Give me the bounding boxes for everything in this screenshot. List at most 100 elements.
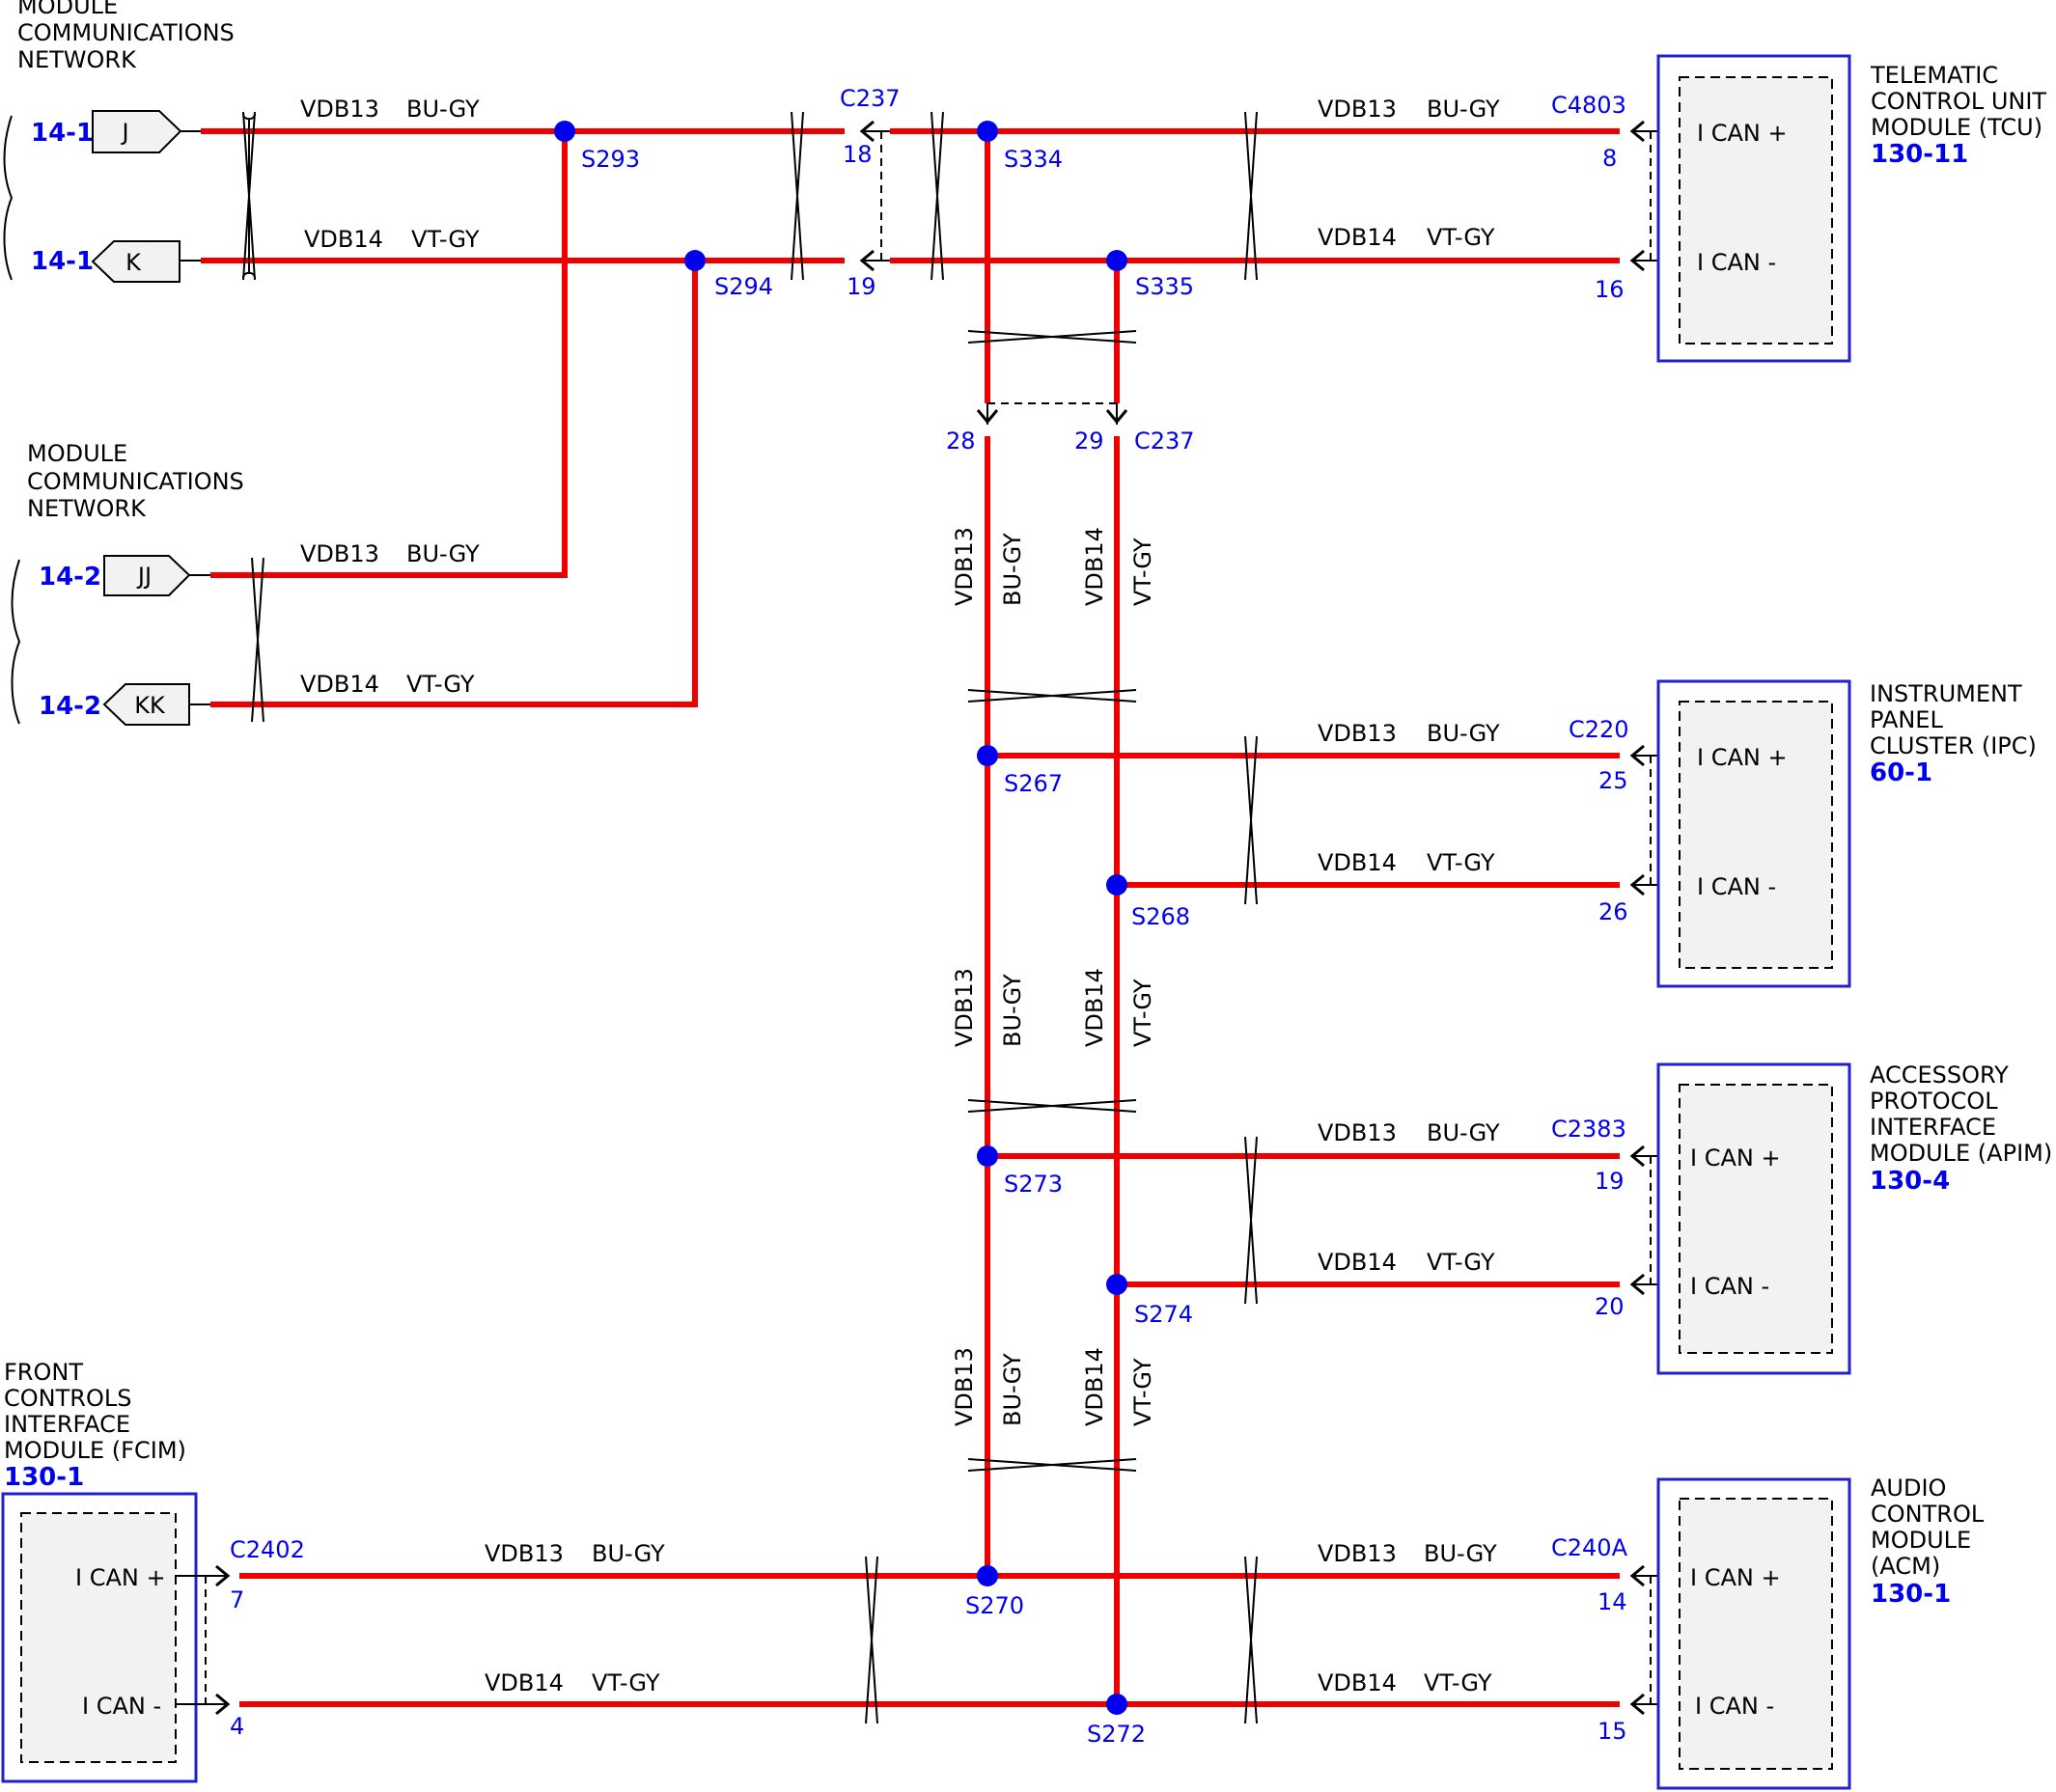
twist-marker — [1244, 111, 1258, 281]
module-pin-label: I CAN + — [1690, 1144, 1781, 1172]
terminal-arrow-icon — [1105, 409, 1128, 425]
module-apim: C2383 19 20 I CAN + I CAN - ACCESSORY PR… — [1551, 1061, 2052, 1375]
module-name-line: MODULE (TCU) — [1871, 114, 2042, 141]
connector-tag-k — [91, 240, 181, 283]
wire-color-label: BU-GY — [1427, 96, 1500, 123]
network-title-line: COMMUNICATIONS — [17, 19, 235, 46]
wire-color-label-vertical: BU-GY — [999, 1353, 1026, 1426]
module-name-line: PROTOCOL — [1870, 1088, 1998, 1115]
wire-color-label: BU-GY — [406, 540, 480, 567]
module-name-line: MODULE (FCIM) — [4, 1437, 186, 1464]
brace-icon — [3, 115, 14, 281]
twist-marker — [1244, 1556, 1258, 1724]
network-title-line: NETWORK — [27, 495, 147, 522]
splice-dot — [977, 1565, 998, 1586]
twist-marker — [967, 689, 1137, 703]
connector-tag-kk — [102, 683, 190, 726]
wire-color-label-vertical: BU-GY — [999, 974, 1026, 1047]
twisted-pair-markers — [242, 111, 1258, 1724]
module-connector-label: C4803 — [1551, 92, 1626, 119]
module-ref: 130-11 — [1871, 140, 1968, 169]
network-mid: MODULE COMMUNICATIONS NETWORK 14-2 14-2 … — [11, 440, 244, 726]
pin-number: 14 — [1598, 1588, 1627, 1615]
module-pin-label: I CAN + — [1690, 1564, 1781, 1591]
wire-circuit-label-vertical: VDB14 — [1081, 1347, 1108, 1426]
wire-color-label-vertical: VT-GY — [1129, 1358, 1156, 1426]
module-pin-label: I CAN - — [1697, 249, 1776, 276]
connector-tag-label: JJ — [136, 563, 152, 590]
wire-circuit-label: VDB13 — [1318, 1119, 1397, 1146]
pin-number: 16 — [1595, 276, 1625, 303]
twist-marker — [1244, 735, 1258, 905]
wire-color-label: BU-GY — [1427, 720, 1500, 747]
wire-color-label: VT-GY — [411, 226, 480, 253]
pin-number: 25 — [1598, 767, 1628, 794]
twist-marker — [865, 1556, 878, 1724]
splices: S293 S294 S334 S335 S267 S268 S273 S274 … — [554, 121, 1194, 1748]
module-acm: C240A 14 15 I CAN + I CAN - AUDIO CONTRO… — [1551, 1475, 1985, 1790]
twist-marker — [967, 1099, 1137, 1113]
module-inner — [1679, 76, 1833, 345]
wire-circuit-label: VDB14 — [1318, 1249, 1397, 1276]
pin-number: 20 — [1595, 1293, 1625, 1320]
wire-color-label: VT-GY — [592, 1669, 660, 1696]
module-inner — [1679, 1498, 1833, 1770]
module-fcim: FRONT CONTROLS INTERFACE MODULE (FCIM) 1… — [1, 1359, 305, 1783]
module-connector-label: C240A — [1551, 1534, 1628, 1561]
connector-c237: C237 18 19 28 29 C237 — [840, 85, 1195, 455]
module-name-line: PANEL — [1870, 706, 1943, 733]
network-ref: 14-1 — [31, 119, 94, 148]
module-name-line: INTERFACE — [1870, 1114, 1996, 1141]
module-ref: 60-1 — [1870, 758, 1932, 787]
module-name-line: INTERFACE — [4, 1411, 130, 1438]
connector-tag-j — [92, 110, 182, 153]
module-pin-label: I CAN - — [82, 1693, 161, 1720]
splice-dot — [977, 1145, 998, 1167]
splice-dot — [554, 121, 575, 142]
wire-circuit-label-vertical: VDB13 — [951, 968, 978, 1047]
splice-label: S270 — [965, 1592, 1024, 1619]
module-ref: 130-1 — [4, 1463, 84, 1492]
module-connector-label: C220 — [1569, 716, 1629, 743]
network-top: MODULE COMMUNICATIONS NETWORK 14-1 14-1 … — [3, 0, 235, 283]
module-name-line: CLUSTER (IPC) — [1870, 732, 2037, 759]
wire-color-label: BU-GY — [592, 1540, 665, 1567]
module-connector-label: C2383 — [1551, 1116, 1626, 1143]
splice-label: S274 — [1134, 1301, 1193, 1328]
splice-dot — [684, 250, 706, 271]
network-title-line: MODULE — [27, 440, 127, 467]
module-name-line: TELEMATIC — [1870, 62, 1998, 89]
splice-label: S273 — [1004, 1171, 1063, 1198]
wire-color-label: VT-GY — [1424, 1669, 1492, 1696]
pin-number: 19 — [847, 273, 876, 300]
module-ref: 130-1 — [1871, 1580, 1951, 1609]
wire-color-label: VT-GY — [1427, 1249, 1495, 1276]
connector-tag-jj — [103, 555, 191, 596]
twist-marker — [791, 111, 804, 281]
module-inner — [20, 1512, 177, 1763]
wire-circuit-label: VDB14 — [1318, 849, 1397, 876]
brace-icon — [11, 559, 21, 725]
wire-circuit-label: VDB13 — [1318, 96, 1397, 123]
wire-circuit-label: VDB13 — [1318, 1540, 1397, 1567]
twist-marker — [931, 111, 944, 281]
module-name-line: (ACM) — [1871, 1553, 1940, 1580]
wire-color-label: VT-GY — [1427, 849, 1495, 876]
pin-number: 18 — [843, 141, 873, 168]
connector-tag-label: KK — [134, 692, 166, 719]
module-pin-label: I CAN + — [1697, 744, 1788, 771]
terminal-arrow-icon — [215, 1564, 231, 1587]
wire-s293-drop — [210, 131, 568, 578]
wire-circuit-label-vertical: VDB14 — [1081, 968, 1108, 1047]
wire-color-label: VT-GY — [1427, 224, 1495, 251]
wire-circuit-label: VDB14 — [1318, 224, 1397, 251]
network-ref: 14-1 — [31, 247, 94, 276]
wire-circuit-label-vertical: VDB13 — [951, 1347, 978, 1426]
wire-circuit-label: VDB14 — [304, 226, 383, 253]
wire-circuit-label-vertical: VDB13 — [951, 527, 978, 606]
wire-color-label-vertical: BU-GY — [999, 533, 1026, 606]
wire-color-label: VT-GY — [406, 671, 475, 698]
wire-circuit-label: VDB14 — [485, 1669, 564, 1696]
wire-circuit-label: VDB13 — [300, 96, 379, 123]
